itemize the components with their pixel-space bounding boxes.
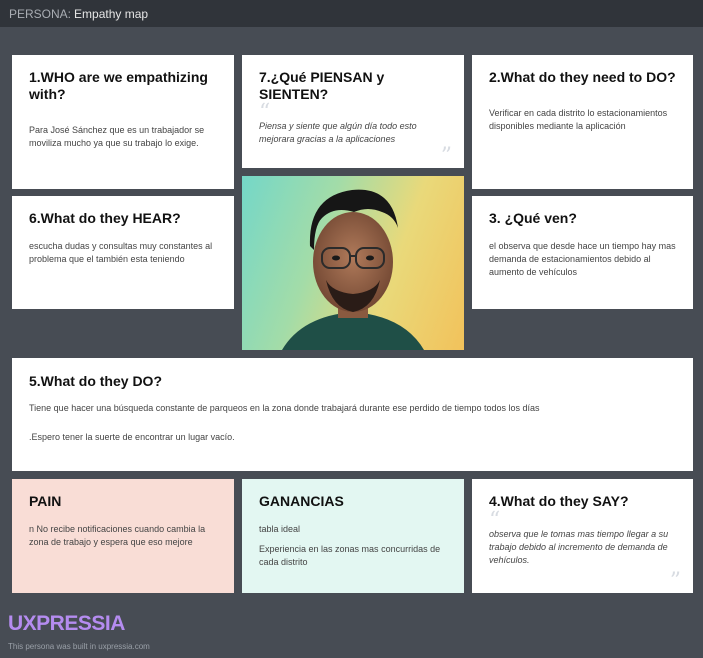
gains-line-1: tabla ideal (259, 524, 301, 534)
persona-photo (242, 176, 464, 350)
need-body: Verificar en cada distrito lo estacionam… (489, 108, 668, 131)
who-body: Para José Sánchez que es un trabajador s… (29, 125, 205, 148)
hear-title: 6.What do they HEAR? (29, 210, 181, 226)
pain-body: n No recibe notificaciones cuando cambia… (29, 524, 206, 547)
who-card: 1.WHO are we empathizing with? Para José… (12, 55, 234, 189)
close-quote-icon: ” (440, 144, 452, 169)
footer-note: This persona was built in uxpressia.com (8, 642, 150, 651)
gains-title: GANANCIAS (259, 493, 344, 509)
open-quote-icon: “ (489, 508, 501, 533)
do-line-2: .Espero tener la suerte de encontrar un … (29, 432, 235, 442)
see-card: 3. ¿Qué ven? el observa que desde hace u… (472, 196, 693, 309)
open-quote-icon: “ (259, 100, 271, 125)
think-card: 7.¿Qué PIENSAN y SIENTEN? “ Piensa y sie… (242, 55, 464, 168)
think-body: Piensa y siente que algún día todo esto … (259, 121, 417, 144)
say-title: 4.What do they SAY? (489, 493, 629, 509)
gains-card: GANANCIAS tabla ideal Experiencia en las… (242, 479, 464, 593)
think-title: 7.¿Qué PIENSAN y SIENTEN? (259, 69, 385, 102)
persona-avatar-illustration (282, 189, 424, 350)
pain-title: PAIN (29, 493, 62, 509)
see-title: 3. ¿Qué ven? (489, 210, 577, 226)
hear-body: escucha dudas y consultas muy constantes… (29, 241, 213, 264)
close-quote-icon: ” (669, 569, 681, 594)
do-line-1: Tiene que hacer una búsqueda constante d… (29, 403, 540, 413)
need-title: 2.What do they need to DO? (489, 69, 676, 85)
hear-card: 6.What do they HEAR? escucha dudas y con… (12, 196, 234, 309)
pain-card: PAIN n No recibe notificaciones cuando c… (12, 479, 234, 593)
header-prefix: PERSONA: (9, 6, 72, 21)
who-title: 1.WHO are we empathizing with? (29, 69, 208, 102)
gains-line-2: Experiencia en las zonas mas concurridas… (259, 544, 441, 567)
need-card: 2.What do they need to DO? Verificar en … (472, 55, 693, 189)
page-title: Empathy map (74, 6, 149, 21)
uxpressia-logo[interactable]: UXPRESSIA (8, 612, 125, 635)
see-body: el observa que desde hace un tiempo hay … (489, 241, 676, 277)
do-card: 5.What do they DO? Tiene que hacer una b… (12, 358, 693, 471)
say-card: 4.What do they SAY? “ observa que le tom… (472, 479, 693, 593)
do-title: 5.What do they DO? (29, 373, 162, 389)
say-body: observa que le tomas mas tiempo llegar a… (489, 529, 669, 565)
top-bar: PERSONA: Empathy map (0, 0, 703, 27)
